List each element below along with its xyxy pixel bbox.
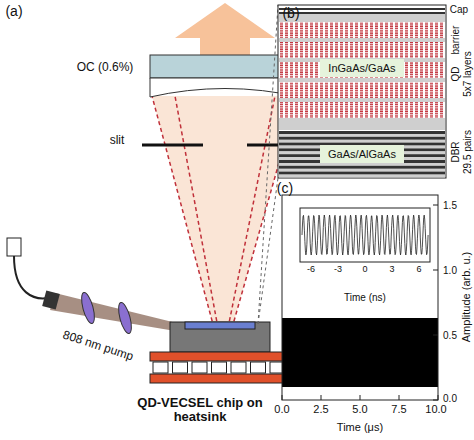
pump-fiber <box>14 256 48 298</box>
inset-trace <box>302 215 428 255</box>
fiber-connector <box>7 238 21 256</box>
dbr-stack <box>279 131 445 177</box>
plot-frame <box>282 195 438 400</box>
layer-name: InGaAs/GaAs <box>328 62 395 74</box>
tick-label: 1.0 <box>443 265 457 276</box>
cavity-mode <box>152 96 298 328</box>
tick-label: 1.5 <box>443 200 457 211</box>
structure-frame <box>278 5 446 178</box>
heatsink-plate <box>150 374 290 383</box>
layer-label: barrier <box>450 26 461 55</box>
layer-name: GaAs/AlGaAs <box>328 148 396 160</box>
peltier-cells <box>153 362 285 373</box>
zoom-lines <box>258 5 278 324</box>
axis-title: Amplitude (arb. u.) <box>460 252 472 342</box>
inset-frame <box>300 208 430 262</box>
axis-title: Time (μs) <box>337 421 383 433</box>
layer-label: QD <box>450 67 461 82</box>
tick-label: 6 <box>416 265 421 275</box>
tick-label: 0.0 <box>274 403 289 415</box>
tick-label: -3 <box>334 265 342 275</box>
barrier-layer <box>279 118 445 130</box>
axis-title: Time (ns) <box>344 292 386 303</box>
layer-box: InGaAs/GaAs <box>320 59 404 77</box>
tick-label: 0 <box>362 265 367 275</box>
component-label: QD-VECSEL chip on heatsink <box>120 396 280 425</box>
tick-label: 3 <box>389 265 394 275</box>
tick-label: 5.0 <box>352 403 367 415</box>
layer-box: GaAs/AlGaAs <box>320 145 404 163</box>
tick-label: 10.0 <box>425 403 446 415</box>
component-label: 808 nm pump <box>61 328 135 363</box>
tick-label: 0.5 <box>443 330 457 341</box>
panel-label: (b) <box>282 6 299 21</box>
component-label: slit <box>110 134 125 147</box>
layer-label: Cap <box>450 4 468 15</box>
component-label: OC (0.6%) <box>77 61 134 74</box>
vecsel-chip <box>185 322 255 329</box>
heatsink-plate <box>150 352 290 361</box>
panel-label: (a) <box>5 4 22 19</box>
layer-label: 5x7 layers <box>462 51 473 97</box>
output-beam <box>175 3 275 55</box>
tick-label: -6 <box>307 265 315 275</box>
layer-label: 29.5 pairs <box>462 130 473 174</box>
tick-label: 0.0 <box>443 393 457 404</box>
qd-layers <box>279 22 445 118</box>
pump-lens <box>79 291 97 324</box>
tick-label: 2.5 <box>313 403 328 415</box>
pump-lens <box>116 301 134 334</box>
tick-label: 7.5 <box>391 403 406 415</box>
cavity-beam <box>152 96 298 328</box>
collimator <box>42 290 60 309</box>
signal-trace <box>282 318 438 387</box>
layer-label: DBR <box>450 141 461 162</box>
axis-ticks <box>282 205 438 400</box>
barrier-layer <box>279 14 445 22</box>
panel-label: (c) <box>277 181 293 196</box>
chip-mount <box>170 322 270 352</box>
